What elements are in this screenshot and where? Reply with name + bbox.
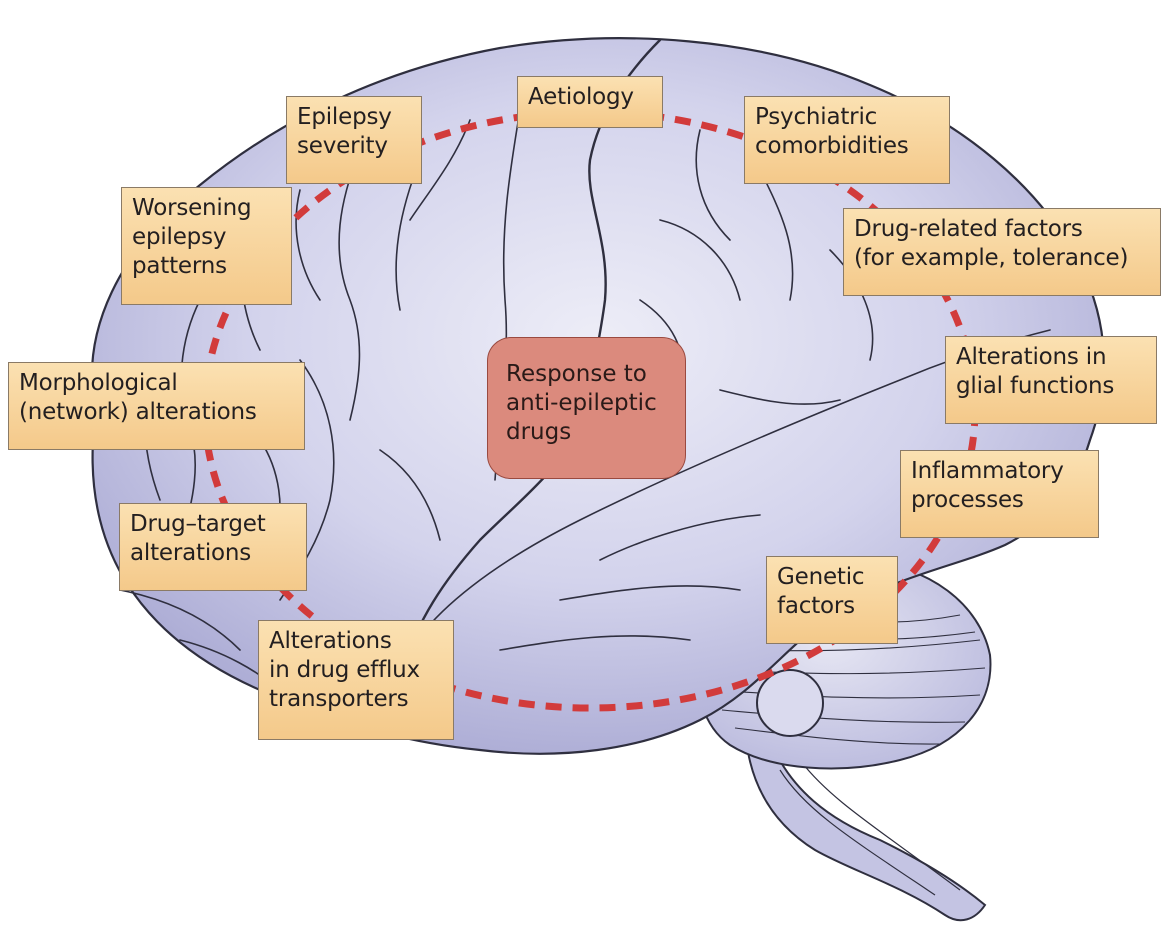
factor-glial-functions: Alterations in glial functions	[945, 336, 1157, 424]
factor-epilepsy-severity: Epilepsy severity	[286, 96, 422, 184]
center-response-box: Response to anti-epileptic drugs	[487, 337, 686, 479]
pons	[757, 670, 823, 736]
factor-drug-efflux: Alterations in drug efflux transporters	[258, 620, 454, 740]
factor-worsening-patterns: Worsening epilepsy patterns	[121, 187, 292, 305]
factor-inflammatory-processes: Inflammatory processes	[900, 450, 1099, 538]
factor-drug-related: Drug-related factors (for example, toler…	[843, 208, 1161, 296]
factor-genetic: Genetic factors	[766, 556, 898, 644]
factor-morphological: Morphological (network) alterations	[8, 362, 305, 450]
factor-psychiatric-comorbidities: Psychiatric comorbidities	[744, 96, 950, 184]
factor-drug-target: Drug–target alterations	[119, 503, 307, 591]
factor-aetiology: Aetiology	[517, 76, 663, 128]
